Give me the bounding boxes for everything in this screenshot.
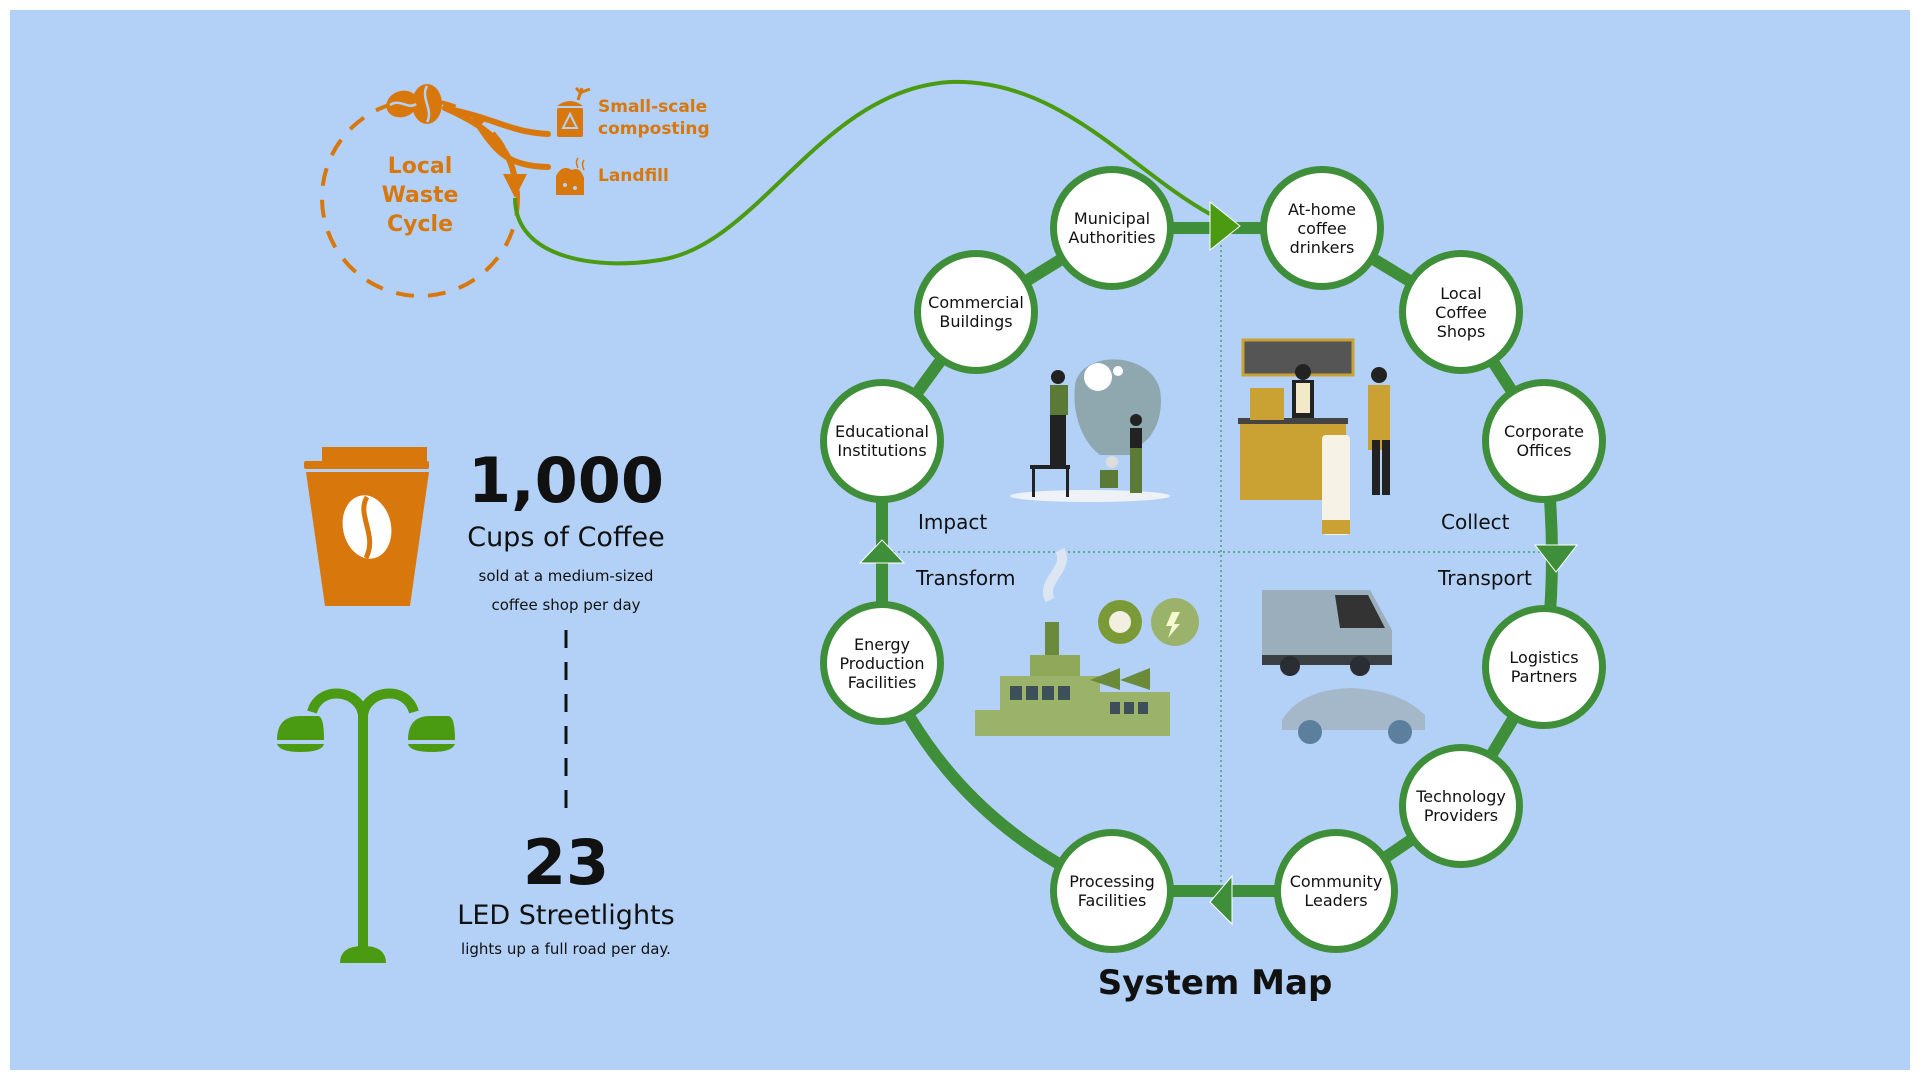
cycle-arrow-head-icon [503,174,527,198]
factory-illustration [975,547,1199,736]
compost-bin-icon [557,86,591,137]
node-label: Energy Production Facilities [839,634,925,692]
streetlight-stat-label: LED Streetlights [457,900,675,931]
composting-label-line: Small-scale [598,97,708,117]
composting-label-line: composting [598,119,710,139]
branch-to-cycle [442,105,518,183]
node-label: Logistics Partners [1509,648,1579,686]
coffee-stat-value: 1,000 [467,444,665,517]
landfill-icon [556,157,585,195]
coffee-cup-icon [304,447,429,606]
node-label: Local Coffee Shops [1435,283,1487,341]
branch-to-composting [442,105,551,137]
landfill-label: Landfill [598,166,669,186]
node-label: Processing Facilities [1069,872,1155,910]
node-label: Commercial Buildings [928,293,1024,331]
node-educational-institutions[interactable]: Educational Institutions [820,379,944,503]
waste-cycle-title-line: Waste [381,183,459,208]
people-brain-illustration [1010,359,1170,502]
arrow-right-icon [1209,200,1241,252]
quadrant-label-transform: Transform [916,566,1016,590]
coffee-subtext-line: coffee shop per day [491,596,641,614]
quadrant-label-transport: Transport [1438,566,1532,590]
coffee-subtext-line: sold at a medium-sized [478,567,654,585]
coffee-beans-icon [386,84,442,124]
system-map-title: System Map [1097,963,1333,1003]
coffee-shop-illustration [1238,338,1390,535]
node-label: Community Leaders [1289,872,1383,910]
node-label: Educational Institutions [835,422,929,460]
arrow-up-icon [858,539,906,564]
waste-cycle-title-line: Cycle [387,212,453,237]
node-community-leaders[interactable]: Community Leaders [1274,829,1398,953]
streetlight-stat-value: 23 [522,826,610,899]
node-energy-production-facilities[interactable]: Energy Production Facilities [820,601,944,725]
node-processing-facilities[interactable]: Processing Facilities [1050,829,1174,953]
node-label: Municipal Authorities [1068,209,1156,247]
coffee-stat-subtext: sold at a medium-sized coffee shop per d… [436,562,696,620]
quadrant-label-collect: Collect [1441,510,1510,534]
composting-label: Small-scale composting [598,96,710,140]
node-municipal-authorities[interactable]: Municipal Authorities [1050,166,1174,290]
arrow-left-icon [1209,874,1233,926]
node-at-home-coffee-drinkers[interactable]: At-home coffee drinkers [1260,166,1384,290]
node-corporate-offices[interactable]: Corporate Offices [1482,379,1606,503]
arrow-down-icon [1533,544,1579,573]
vehicles-illustration [1262,590,1425,744]
streetlight-stat-subtext: lights up a full road per day. [461,940,671,958]
node-label: Corporate Offices [1504,422,1584,460]
waste-cycle-title: Local Waste Cycle [360,152,480,239]
quadrant-label-impact: Impact [918,510,988,534]
node-commercial-buildings[interactable]: Commercial Buildings [914,250,1038,374]
node-label: At-home coffee drinkers [1287,199,1357,257]
coffee-stat-label: Cups of Coffee [467,522,665,553]
node-technology-providers[interactable]: Technology Providers [1399,744,1523,868]
waste-cycle-title-line: Local [387,154,453,179]
node-label: Technology Providers [1416,787,1506,825]
streetlight-icon [277,688,455,963]
waste-to-system-curve [513,79,1211,266]
node-logistics-partners[interactable]: Logistics Partners [1482,605,1606,729]
node-local-coffee-shops[interactable]: Local Coffee Shops [1399,250,1523,374]
